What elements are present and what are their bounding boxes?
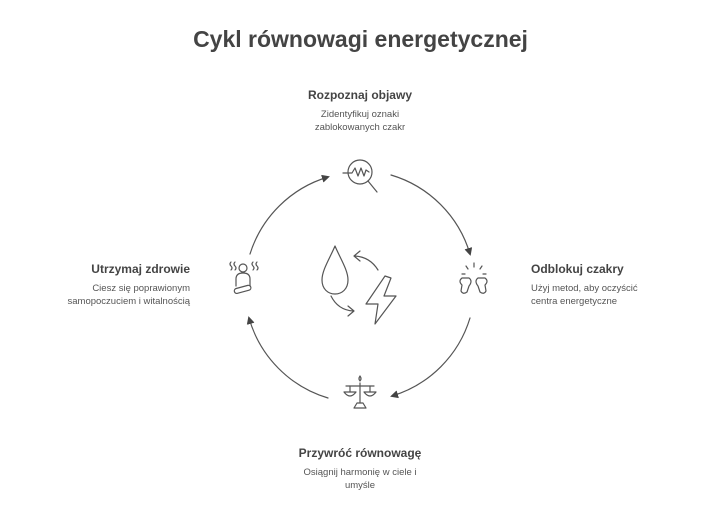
step-title: Rozpoznaj objawy <box>307 88 412 102</box>
water-drop-icon <box>321 245 349 295</box>
lightning-bolt-icon <box>365 275 397 325</box>
desc-line: umyśle <box>344 480 376 491</box>
page-title: Cykl równowagi energetycznej <box>193 26 528 52</box>
arrow-right-to-bottom <box>390 317 471 399</box>
desc-line: zablokowanych czakr <box>314 122 406 133</box>
step-right: Odblokuj czakry Użyj metod, aby oczyścić… <box>531 262 711 308</box>
arrow-bottom-to-left <box>246 316 329 399</box>
breaking-fists-icon <box>459 262 488 294</box>
meditating-person-icon <box>229 261 259 295</box>
desc-line: centra energetyczne <box>531 296 618 307</box>
step-description: Użyj metod, aby oczyścić centra energetyc… <box>531 282 711 308</box>
arrow-left-to-top <box>249 174 330 255</box>
step-description: Ciesz się poprawionym samopoczuciem i wit… <box>10 282 191 308</box>
arrow-top-to-right <box>390 174 473 256</box>
cycle-arrows-icon <box>330 250 379 317</box>
step-top: Rozpoznaj objawy Zidentyfikuj oznaki zabl… <box>260 88 460 134</box>
step-description: Zidentyfikuj oznaki zablokowanych czakr <box>260 108 460 134</box>
step-title: Utrzymaj zdrowie <box>91 262 190 276</box>
desc-line: Zidentyfikuj oznaki <box>320 109 400 120</box>
step-left: Utrzymaj zdrowie Ciesz się poprawionym sa… <box>10 262 191 308</box>
step-title: Przywróć równowagę <box>298 446 422 460</box>
desc-line: samopoczuciem i witalnością <box>67 296 191 307</box>
magnifier-pulse-icon <box>342 159 378 193</box>
balance-scale-icon <box>343 375 377 409</box>
step-bottom: Przywróć równowagę Osiągnij harmonię w c… <box>260 446 460 492</box>
desc-line: Użyj metod, aby oczyścić <box>531 283 638 294</box>
step-title: Odblokuj czakry <box>531 262 624 276</box>
step-description: Osiągnij harmonię w ciele i umyśle <box>260 466 460 492</box>
desc-line: Ciesz się poprawionym <box>92 283 190 294</box>
desc-line: Osiągnij harmonię w ciele i <box>303 467 417 478</box>
